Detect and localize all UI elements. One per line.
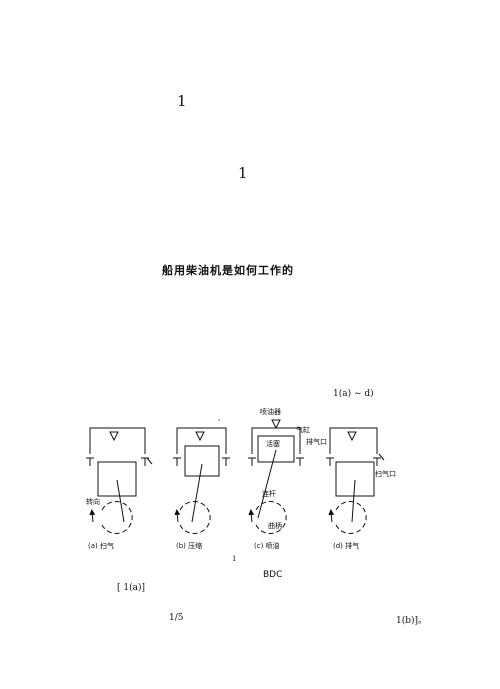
valve-marker [347, 431, 357, 442]
label-conrod: 连杆 [262, 489, 276, 498]
figure-b-reference: 1(b)]。 [396, 616, 428, 626]
label-piston: 活塞 [266, 439, 280, 448]
engine-stroke-figure: 喷油器 气缸 活塞 排气口 扫气口 转向 连杆 曲柄 ‘ (a) 扫气 (b) … [86, 407, 396, 550]
injector-marker [271, 419, 281, 430]
heading-number-2: 1 [238, 164, 248, 182]
engine-d [326, 427, 385, 534]
page-title: 船用柴油机是如何工作的 [162, 264, 294, 277]
figure-reference: 1(a) ~ d) [333, 389, 374, 399]
bracket-reference: [ 1(a)] [117, 583, 145, 593]
caption-b: (b) 压缩 [176, 541, 202, 550]
label-rotation: 转向 [86, 497, 100, 506]
caption-d: (d) 排气 [333, 541, 359, 550]
label-scavenge-port: 扫气口 [375, 469, 396, 478]
engine-a [86, 427, 153, 534]
engine-c [248, 419, 304, 534]
page-number: 1/5 [169, 613, 184, 623]
engine-b [173, 427, 230, 534]
bdc-text: BDC [263, 570, 283, 580]
heading-number-1: 1 [177, 92, 187, 110]
label-mark: ‘ [218, 418, 220, 426]
caption-a: (a) 扫气 [88, 541, 114, 550]
figure-number: 1 [232, 555, 237, 563]
label-injector: 喷油器 [260, 407, 281, 416]
valve-marker [109, 431, 119, 442]
label-cylinder: 气缸 [296, 425, 310, 434]
caption-c: (c) 喷油 [254, 541, 280, 550]
label-crank: 曲柄 [268, 521, 282, 530]
valve-marker [195, 431, 205, 442]
label-exhaust-port: 排气口 [306, 437, 327, 446]
